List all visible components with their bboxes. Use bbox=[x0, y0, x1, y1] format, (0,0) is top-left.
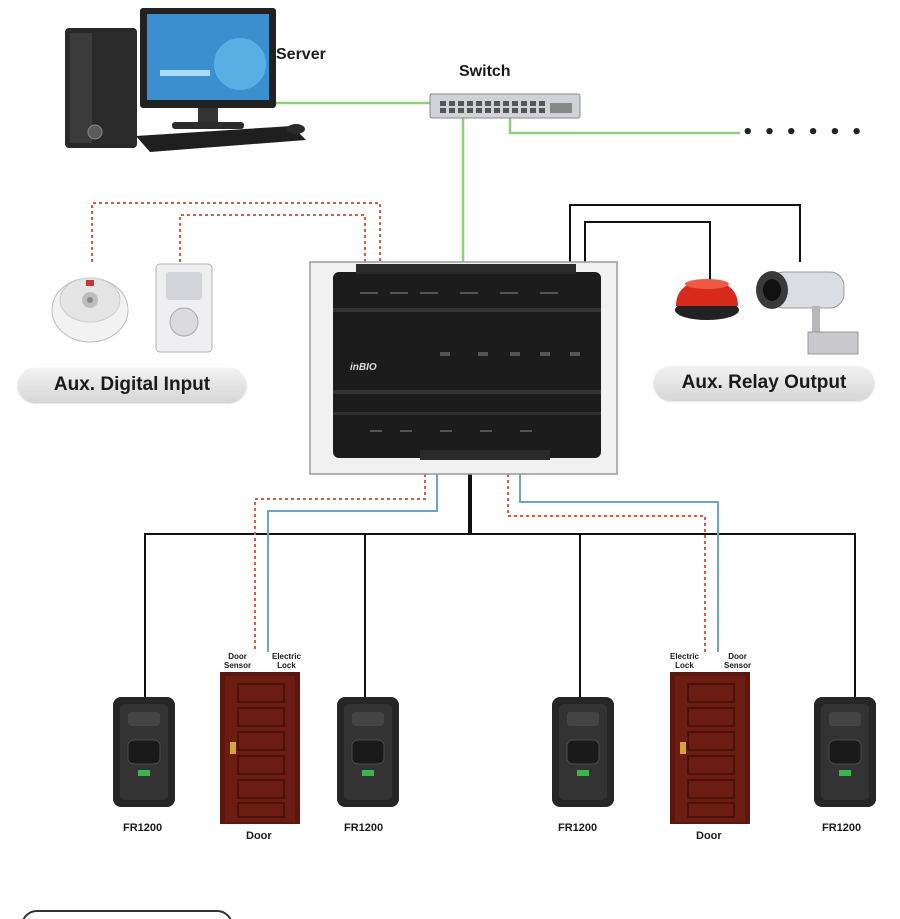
more-devices-ellipsis: • • • • • • bbox=[742, 122, 865, 143]
door-1-label: Door bbox=[246, 830, 272, 842]
relay-output-wires bbox=[569, 204, 801, 282]
cctv-camera-icon bbox=[756, 271, 859, 355]
aux-digital-input-label: Aux. Digital Input bbox=[18, 368, 246, 402]
network-lines bbox=[275, 101, 740, 262]
bottom-pill-outline bbox=[22, 910, 232, 919]
keyboard bbox=[136, 126, 306, 152]
door-2-lock-label: Electric Lock bbox=[670, 652, 699, 670]
reader-3-label: FR1200 bbox=[558, 822, 598, 834]
fingerprint-reader-3 bbox=[552, 697, 614, 807]
server-label: Server bbox=[276, 46, 326, 63]
door-1-wires bbox=[254, 474, 438, 652]
fingerprint-reader-2 bbox=[337, 697, 399, 807]
reader-1-label: FR1200 bbox=[123, 822, 163, 834]
mouse bbox=[287, 124, 305, 134]
door-1-lock-label: Electric Lock bbox=[272, 652, 301, 670]
controller-unit bbox=[309, 261, 618, 475]
server-computer bbox=[65, 8, 306, 152]
door-1-sensor-label: Door Sensor bbox=[224, 652, 252, 670]
reader-4-label: FR1200 bbox=[822, 822, 862, 834]
door-2 bbox=[670, 672, 750, 824]
switch-label: Switch bbox=[459, 63, 511, 80]
fingerprint-reader-1 bbox=[113, 697, 175, 807]
controller-body bbox=[333, 272, 601, 458]
fingerprint-reader-4 bbox=[814, 697, 876, 807]
aux-relay-output-label: Aux. Relay Output bbox=[654, 366, 874, 400]
door-2-wires bbox=[507, 474, 719, 652]
bus-cable bbox=[144, 474, 856, 697]
door-1 bbox=[220, 672, 300, 824]
reader-2-label: FR1200 bbox=[344, 822, 384, 834]
network-switch bbox=[429, 93, 581, 119]
smoke-detector-icon bbox=[51, 277, 129, 343]
siren-icon bbox=[675, 279, 739, 320]
controller-brand: inBIO bbox=[350, 362, 377, 373]
door-2-label: Door bbox=[696, 830, 722, 842]
door-2-sensor-label: Door Sensor bbox=[724, 652, 752, 670]
digital-input-wires bbox=[91, 202, 381, 262]
motion-sensor-icon bbox=[155, 263, 213, 353]
